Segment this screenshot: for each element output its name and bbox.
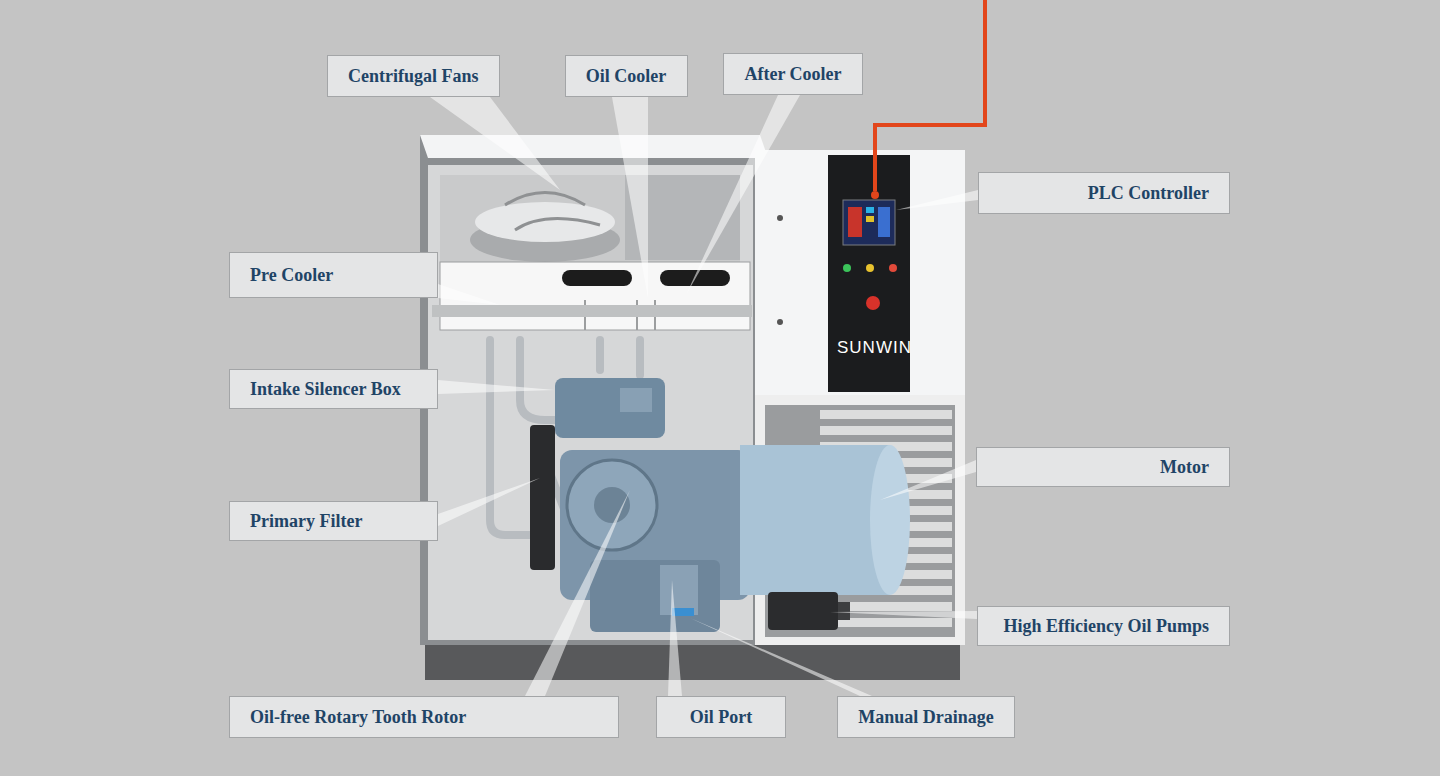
cooler-frame-part bbox=[562, 270, 632, 286]
callout-box: Centrifugal Fans bbox=[327, 55, 500, 97]
callout-box: Oil Port bbox=[656, 696, 786, 738]
compressor-block-part bbox=[590, 560, 720, 632]
compressor-block-part bbox=[567, 460, 657, 550]
callout-text: Centrifugal Fans bbox=[348, 66, 479, 87]
callout-text: Manual Drainage bbox=[858, 707, 994, 728]
callout-text: Primary Filter bbox=[250, 511, 362, 532]
cabinet-part bbox=[425, 640, 960, 680]
callout-text: After Cooler bbox=[744, 64, 841, 85]
callout-box: After Cooler bbox=[723, 53, 863, 95]
callout-box: Primary Filter bbox=[229, 501, 438, 541]
callout-box: Oil Cooler bbox=[565, 55, 688, 97]
cabinet-part bbox=[755, 150, 965, 395]
control-panel-part bbox=[866, 216, 874, 222]
callout-text: Oil-free Rotary Tooth Rotor bbox=[250, 707, 466, 728]
filter-part bbox=[530, 425, 555, 570]
leader-wedges-part bbox=[525, 490, 630, 696]
leader-wedges-part bbox=[438, 284, 500, 305]
control-panel-part bbox=[878, 207, 890, 237]
callout-text: Pre Cooler bbox=[250, 265, 333, 286]
callout-box: High Efficiency Oil Pumps bbox=[977, 606, 1230, 646]
callout-box: Intake Silencer Box bbox=[229, 369, 438, 409]
compressor-block-part bbox=[672, 608, 694, 616]
control-panel-part bbox=[866, 207, 874, 213]
leader-wedges bbox=[430, 95, 978, 696]
compressor-block-part bbox=[594, 487, 630, 523]
control-panel-part bbox=[866, 296, 880, 310]
brand-logo: SUNWIN bbox=[837, 338, 912, 358]
callout-box: Oil-free Rotary Tooth Rotor bbox=[229, 696, 619, 738]
pipes-part bbox=[520, 340, 560, 420]
cooler-frame bbox=[432, 262, 752, 330]
control-panel-part bbox=[777, 215, 783, 221]
intake-silencer bbox=[555, 378, 665, 438]
red-signal-line-part bbox=[871, 191, 879, 199]
centrifugal-fan-part bbox=[440, 175, 740, 265]
callout-text: High Efficiency Oil Pumps bbox=[1003, 616, 1209, 637]
leader-wedges-part bbox=[896, 190, 978, 210]
pipes-part bbox=[636, 340, 644, 375]
callout-text: Oil Cooler bbox=[586, 66, 666, 87]
oil-pump-part bbox=[768, 592, 838, 630]
intake-silencer-part bbox=[620, 388, 652, 412]
motor bbox=[740, 445, 910, 595]
louvres-part bbox=[820, 426, 952, 435]
leader-wedges-part bbox=[880, 460, 976, 500]
control-panel-part bbox=[777, 319, 783, 325]
leader-wedges-part bbox=[686, 95, 800, 295]
control-panel-part bbox=[889, 264, 897, 272]
cabinet-part bbox=[420, 135, 768, 158]
callout-text: Intake Silencer Box bbox=[250, 379, 401, 400]
motor-part bbox=[870, 445, 910, 595]
compressor-block bbox=[560, 450, 750, 632]
cooler-frame-part bbox=[432, 305, 752, 317]
leader-wedges-part bbox=[690, 618, 872, 696]
leader-wedges-part bbox=[438, 478, 540, 526]
cooler-frame-part bbox=[440, 262, 750, 330]
red-signal-line-part bbox=[875, 0, 985, 191]
leader-wedges-part bbox=[668, 580, 682, 696]
callout-box: Pre Cooler bbox=[229, 252, 438, 298]
leader-wedges-part bbox=[430, 97, 560, 190]
control-panel-part bbox=[848, 207, 862, 237]
pipes-part bbox=[596, 340, 604, 370]
control-panel-part bbox=[843, 200, 895, 245]
compressor-block-part bbox=[660, 565, 698, 615]
leader-wedges-part bbox=[612, 97, 648, 298]
leader-wedges-part bbox=[438, 380, 555, 394]
louvres-part bbox=[820, 410, 952, 419]
cabinet bbox=[420, 135, 965, 680]
filter bbox=[530, 425, 555, 570]
oil-pump bbox=[768, 592, 850, 630]
oil-pump-part bbox=[838, 602, 850, 620]
red-signal-line bbox=[871, 0, 985, 199]
leader-wedges-part bbox=[830, 611, 977, 619]
control-panel-part bbox=[866, 264, 874, 272]
centrifugal-fan bbox=[440, 175, 740, 265]
callout-text: PLC Controller bbox=[1088, 183, 1209, 204]
callout-box: Motor bbox=[976, 447, 1230, 487]
control-panel-part bbox=[843, 264, 851, 272]
motor-part bbox=[740, 445, 890, 595]
callout-text: Motor bbox=[1160, 457, 1209, 478]
intake-silencer-part bbox=[555, 378, 665, 438]
callout-box: Manual Drainage bbox=[837, 696, 1015, 738]
callout-text: Oil Port bbox=[690, 707, 752, 728]
centrifugal-fan-part bbox=[505, 193, 600, 231]
callout-box: PLC Controller bbox=[978, 172, 1230, 214]
